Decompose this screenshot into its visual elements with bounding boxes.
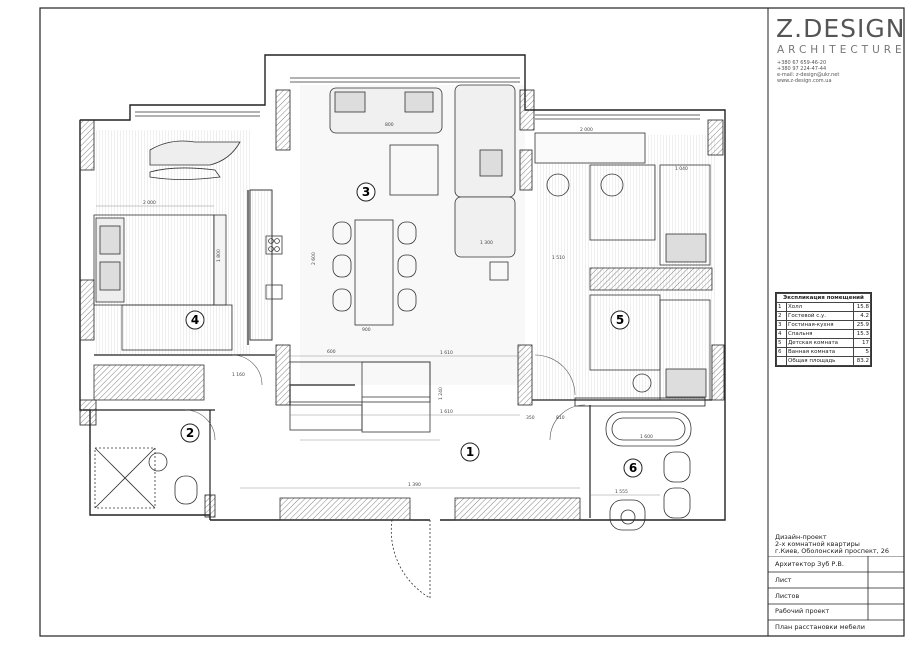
explication-title: Экспликация помещений [776,293,871,303]
wall-hatch [79,89,725,518]
project-line-3: г.Киев, Оболонский проспект, 26 [775,547,890,555]
stage-label: Рабочий проект [775,607,830,615]
dim-800: 800 [385,122,394,128]
door-swings [184,354,586,441]
dim-1610-top: 1 610 [440,350,453,356]
dim-2000-bed: 2 000 [143,200,156,206]
dim-2000-kids: 2 000 [580,127,593,133]
room-labels: 1 2 3 4 5 6 [180,182,643,478]
dim-1600: 1 600 [640,434,653,440]
living-furniture [329,84,516,326]
dim-1040: 1 040 [675,166,688,172]
dim-350: 350 [526,415,535,421]
dim-810: 810 [556,415,565,421]
brand-subtitle: ARCHITECTURE [777,44,906,56]
dim-1610-bottom: 1 610 [440,409,453,415]
kitchen-cabinets [249,189,283,341]
contact-phone-2: +380 97 224-47-44 [777,66,827,72]
bathroom-fixtures [605,411,692,531]
architect-label: Архитектор Зуб Р.В. [775,560,844,568]
room-label-4: 4 [191,313,199,327]
dimension-lines [96,205,660,496]
contact-email: e-mail: z-design@ukr.net [777,72,840,78]
kids-room-floor [535,135,715,400]
room-label-6: 6 [629,461,637,475]
brand-name: Z.DESIGN [776,14,906,43]
title-block-grid [768,556,904,621]
room-label-5: 5 [616,313,624,327]
hall-furniture [279,361,581,599]
room-label-3: 3 [362,185,370,199]
dim-900: 900 [362,327,371,333]
dim-2600: 2 600 [311,252,317,265]
dim-1240: 1 240 [438,387,444,400]
dim-1510: 1 510 [552,255,565,261]
sheets-count-label: Листов [775,592,800,600]
kids-room-furniture [534,132,713,401]
room-label-1: 1 [466,445,474,459]
windows [135,77,700,120]
project-line-1: Дизайн-проект [775,533,827,541]
dim-1300: 1 300 [480,240,493,246]
dim-1160: 1 160 [232,372,245,378]
room-label-2: 2 [186,426,194,440]
sheet-label: Лист [775,576,792,584]
guest-wc-fixtures [94,447,198,509]
dim-1555: 1 555 [615,489,628,495]
bedroom-furniture [93,140,241,401]
project-line-2: 2-х комнатной квартиры [775,540,860,548]
sheet-frame [39,7,905,637]
contact-phone-1: +380 67 659-46-20 [777,60,827,66]
dimension-texts: 1 610 1 610 1 390 900 2 000 2 000 1 800 … [143,122,688,495]
dim-1800: 1 800 [216,249,222,262]
dim-1390: 1 390 [408,482,421,488]
dim-600: 600 [327,349,336,355]
contact-website: www.z-design.com.ua [777,78,832,84]
drawing-title: План расстановки мебели [775,623,865,631]
